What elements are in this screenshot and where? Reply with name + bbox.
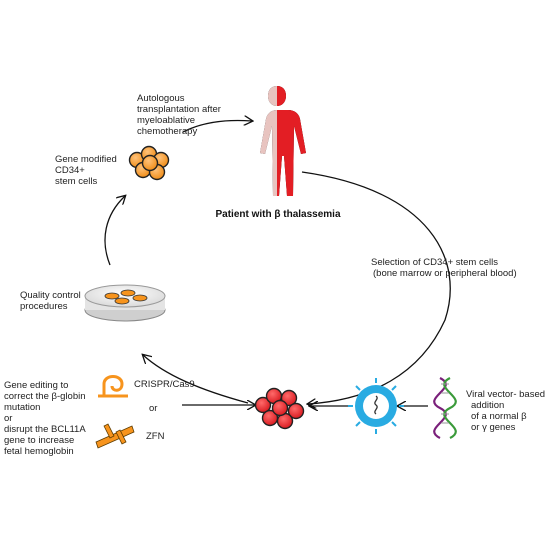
- selection-label: Selection of CD34+ stem cells (bone marr…: [371, 257, 517, 279]
- arrow-patient-to-selection: [301, 171, 451, 404]
- arrow-selection-to-qc: [143, 355, 249, 404]
- dna-helix-icon: [433, 377, 457, 439]
- patient-figure: [260, 86, 306, 196]
- quality-control-label: Quality control procedures: [20, 290, 83, 312]
- cd34-stem-cells-cluster: [254, 387, 305, 430]
- virus-spikes: [348, 378, 404, 434]
- stem-cell: [271, 399, 289, 417]
- viral-vector-label: Viral vector- based addition of a normal…: [466, 389, 548, 433]
- crispr-guide-icon: [98, 375, 128, 398]
- viral-vector-icon: [348, 378, 404, 434]
- gene-editing-label: Gene editing to correct the β-globin mut…: [4, 380, 88, 457]
- modified-cells-label: Gene modified CD34+ stem cells: [55, 154, 119, 187]
- stem-cell: [287, 402, 305, 420]
- stem-cell: [254, 396, 272, 414]
- patient-caption: Patient with β thalassemia: [215, 209, 340, 220]
- modified-cell: [141, 154, 159, 172]
- zinc-finger-nuclease-icon: [95, 423, 135, 449]
- arrow-qc-to-modified: [104, 196, 125, 266]
- petri-dish: [84, 284, 166, 322]
- arrow-cells-to-patient: [182, 120, 252, 133]
- modified-stem-cells-cluster: [128, 145, 170, 181]
- transplant-label: Autologous transplantation after myeloab…: [137, 93, 224, 137]
- editing-tools-label: CRISPR/Cas9 or ZFN: [134, 379, 197, 442]
